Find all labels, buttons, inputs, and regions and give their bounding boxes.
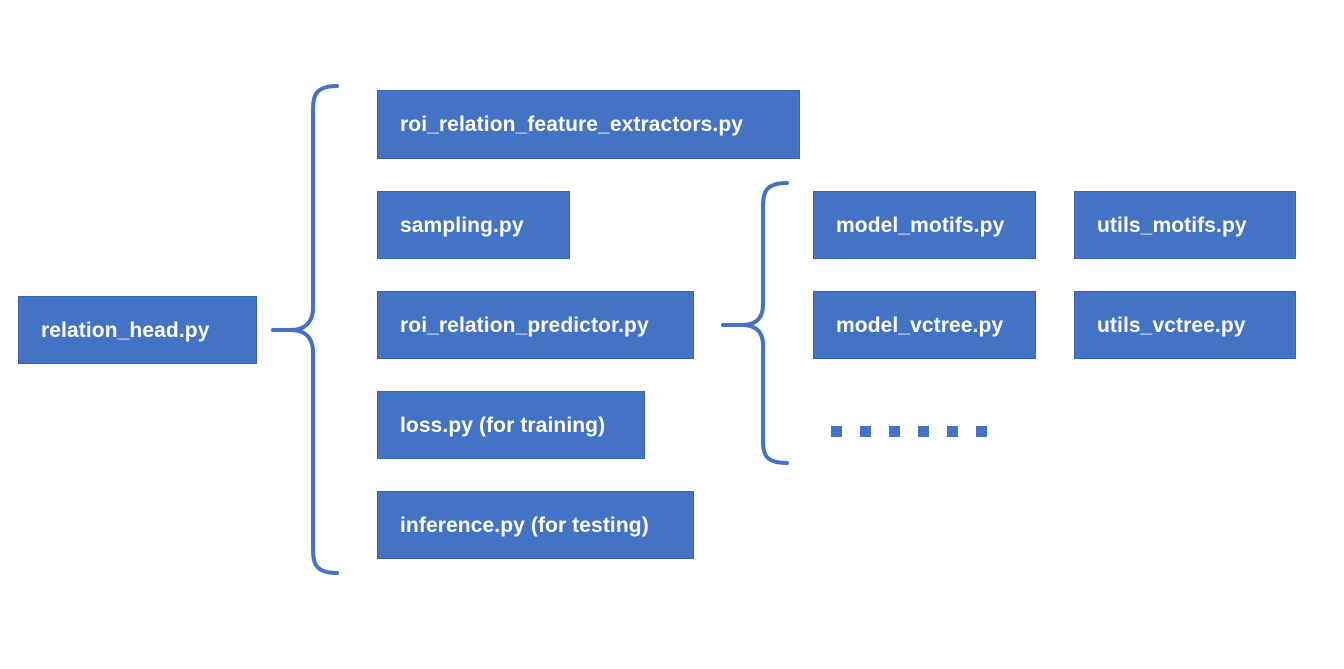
node-loss[interactable]: loss.py (for training)	[377, 391, 645, 459]
node-inference[interactable]: inference.py (for testing)	[377, 491, 694, 559]
ellipsis-dot	[918, 426, 929, 437]
ellipsis-dot	[976, 426, 987, 437]
node-relation-head[interactable]: relation_head.py	[18, 296, 257, 364]
node-model-motifs[interactable]: model_motifs.py	[813, 191, 1036, 259]
more-items-ellipsis	[831, 426, 987, 437]
node-utils-motifs[interactable]: utils_motifs.py	[1074, 191, 1296, 259]
node-utils-vctree[interactable]: utils_vctree.py	[1074, 291, 1296, 359]
ellipsis-dot	[860, 426, 871, 437]
node-sampling[interactable]: sampling.py	[377, 191, 570, 259]
ellipsis-dot	[831, 426, 842, 437]
node-roi-relation-predictor[interactable]: roi_relation_predictor.py	[377, 291, 694, 359]
ellipsis-dot	[947, 426, 958, 437]
ellipsis-dot	[889, 426, 900, 437]
node-model-vctree[interactable]: model_vctree.py	[813, 291, 1036, 359]
node-roi-relation-feature-extractors[interactable]: roi_relation_feature_extractors.py	[377, 90, 800, 159]
